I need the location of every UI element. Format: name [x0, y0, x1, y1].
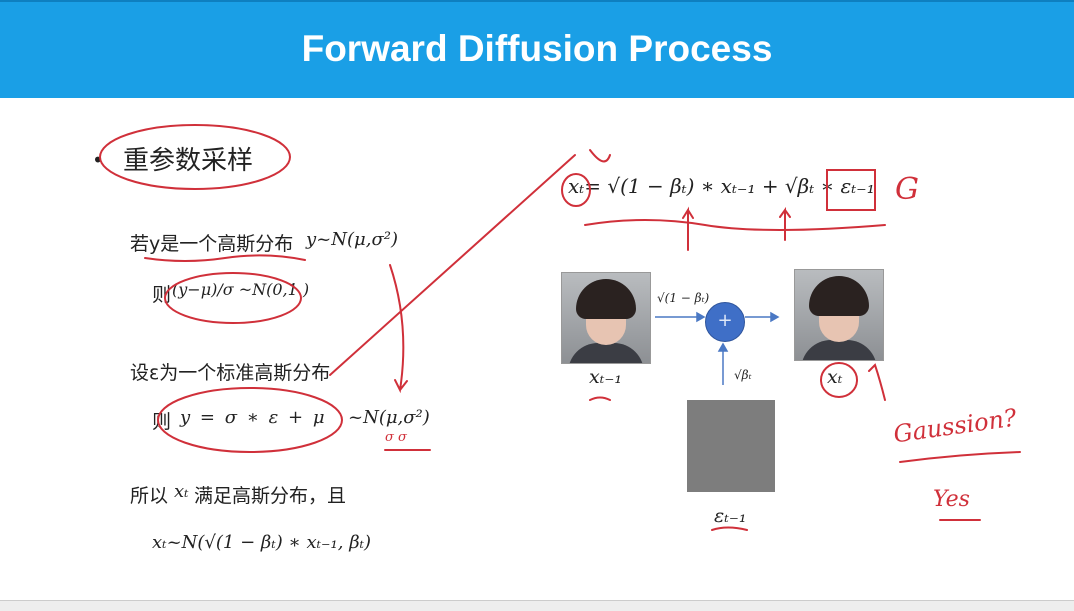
line-5-text-b: 满足高斯分布，且	[194, 485, 347, 507]
input-label: xₜ₋₁	[589, 366, 623, 388]
bullet-point: •	[92, 148, 104, 172]
line-4-distribution: ~N(μ,σ²)	[348, 407, 430, 428]
line-6-math: xₜ~N(√(1 − βₜ) ∗ xₜ₋₁, βₜ)	[152, 532, 372, 553]
line-5-text-a: 所以	[130, 485, 169, 507]
line-1-math: y~N(μ,σ²)	[306, 229, 398, 250]
slide-bottom-edge	[0, 600, 1074, 611]
section-heading: 重参数采样	[123, 146, 254, 176]
line-2-text: 则	[152, 284, 172, 306]
output-image	[794, 269, 884, 361]
arrow-label-top: √(1 − βₜ)	[657, 291, 710, 305]
annotation-gaussian: Gaussion?	[891, 403, 1019, 449]
main-equation: xₜ= √(1 − βₜ) ∗ xₜ₋₁ + √βₜ ∗ εₜ₋₁	[568, 174, 875, 198]
line-3-text: 设ε为一个标准高斯分布	[130, 362, 331, 384]
line-1-text: 若y是一个高斯分布	[130, 233, 294, 255]
output-label: xₜ	[827, 366, 843, 388]
slide-header: Forward Diffusion Process	[0, 0, 1074, 98]
annotation-sigma-marks: σ σ	[385, 430, 407, 445]
line-4-text: 则	[152, 411, 172, 433]
line-5-math: xₜ	[174, 481, 189, 502]
annotation-yes: Yes	[933, 487, 970, 512]
input-image	[561, 272, 651, 364]
plus-node: +	[705, 302, 745, 342]
arrow-label-bottom: √βₜ	[734, 368, 752, 382]
noise-label: εₜ₋₁	[714, 505, 747, 527]
annotation-g: G	[895, 172, 919, 207]
line-4-math: y = σ ∗ ε + μ	[180, 407, 325, 428]
line-2-math: (y−μ)/σ ~N(0,1 )	[172, 280, 310, 299]
noise-image	[687, 400, 775, 492]
slide-title: Forward Diffusion Process	[301, 28, 773, 69]
